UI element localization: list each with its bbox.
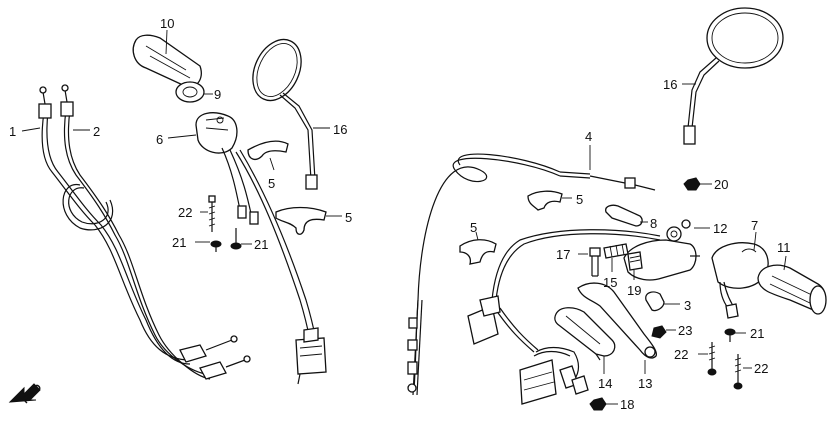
callout-21b: 21	[254, 237, 268, 252]
lever-13	[577, 282, 658, 359]
screw-22-left	[208, 195, 216, 232]
fwd-arrow-icon	[8, 383, 41, 403]
clamp-5a	[247, 140, 289, 161]
clamp-5c	[527, 190, 563, 211]
callout-22c: 22	[754, 361, 768, 376]
callout-15: 15	[603, 275, 617, 290]
callout-3: 3	[684, 298, 691, 313]
screw-22-right-a	[707, 342, 717, 376]
lever-holder	[623, 219, 700, 281]
callout-13: 13	[638, 376, 652, 391]
callout-16a: 16	[333, 122, 347, 137]
lever-14	[554, 307, 616, 361]
callout-21a: 21	[172, 235, 186, 250]
switch-housing-left	[195, 112, 317, 341]
clamp-5b	[275, 206, 327, 235]
clutch-cable	[407, 153, 656, 396]
throttle-cables	[38, 84, 251, 380]
callout-8: 8	[650, 216, 657, 231]
callout-5b: 5	[345, 210, 352, 225]
spring-15	[603, 243, 629, 259]
screw-21-left-b	[230, 228, 242, 250]
grip-right	[757, 264, 827, 315]
callout-5a: 5	[268, 176, 275, 191]
bracket-8	[605, 204, 643, 227]
clamp-5d	[459, 239, 497, 265]
pivot-bolt-17	[589, 247, 601, 277]
connector-left	[295, 327, 327, 385]
throttle-grip	[132, 34, 205, 103]
callout-17: 17	[556, 247, 570, 262]
callout-10: 10	[160, 16, 174, 31]
callout-6: 6	[156, 132, 163, 147]
screw-22-right-b	[733, 354, 743, 390]
fwd-label: FWD	[20, 382, 44, 406]
callout-12: 12	[713, 221, 727, 236]
callout-22b: 22	[674, 347, 688, 362]
mirror-left	[252, 38, 318, 190]
callout-2: 2	[93, 124, 100, 139]
callout-22a: 22	[178, 205, 192, 220]
callout-23: 23	[678, 323, 692, 338]
callout-5c: 5	[576, 192, 583, 207]
washer-21-left-a	[210, 240, 222, 252]
nut-20	[683, 177, 701, 191]
callout-5d: 5	[470, 220, 477, 235]
callout-18: 18	[620, 397, 634, 412]
screw-23	[651, 325, 667, 339]
callout-11: 11	[777, 240, 791, 255]
callout-21c: 21	[750, 326, 764, 341]
callout-4: 4	[585, 129, 592, 144]
callout-7: 7	[751, 218, 758, 233]
callout-14: 14	[598, 376, 612, 391]
callout-16b: 16	[663, 77, 677, 92]
switch-19	[627, 251, 643, 271]
part-3	[645, 291, 665, 312]
screw-21-right	[724, 328, 736, 342]
nut-18	[589, 397, 607, 411]
callout-9: 9	[214, 87, 221, 102]
callout-1: 1	[9, 124, 16, 139]
switch-housing-right	[711, 242, 769, 319]
switch-harness-right	[467, 229, 661, 405]
callout-20: 20	[714, 177, 728, 192]
mirror-right	[683, 7, 784, 145]
callout-19: 19	[627, 283, 641, 298]
